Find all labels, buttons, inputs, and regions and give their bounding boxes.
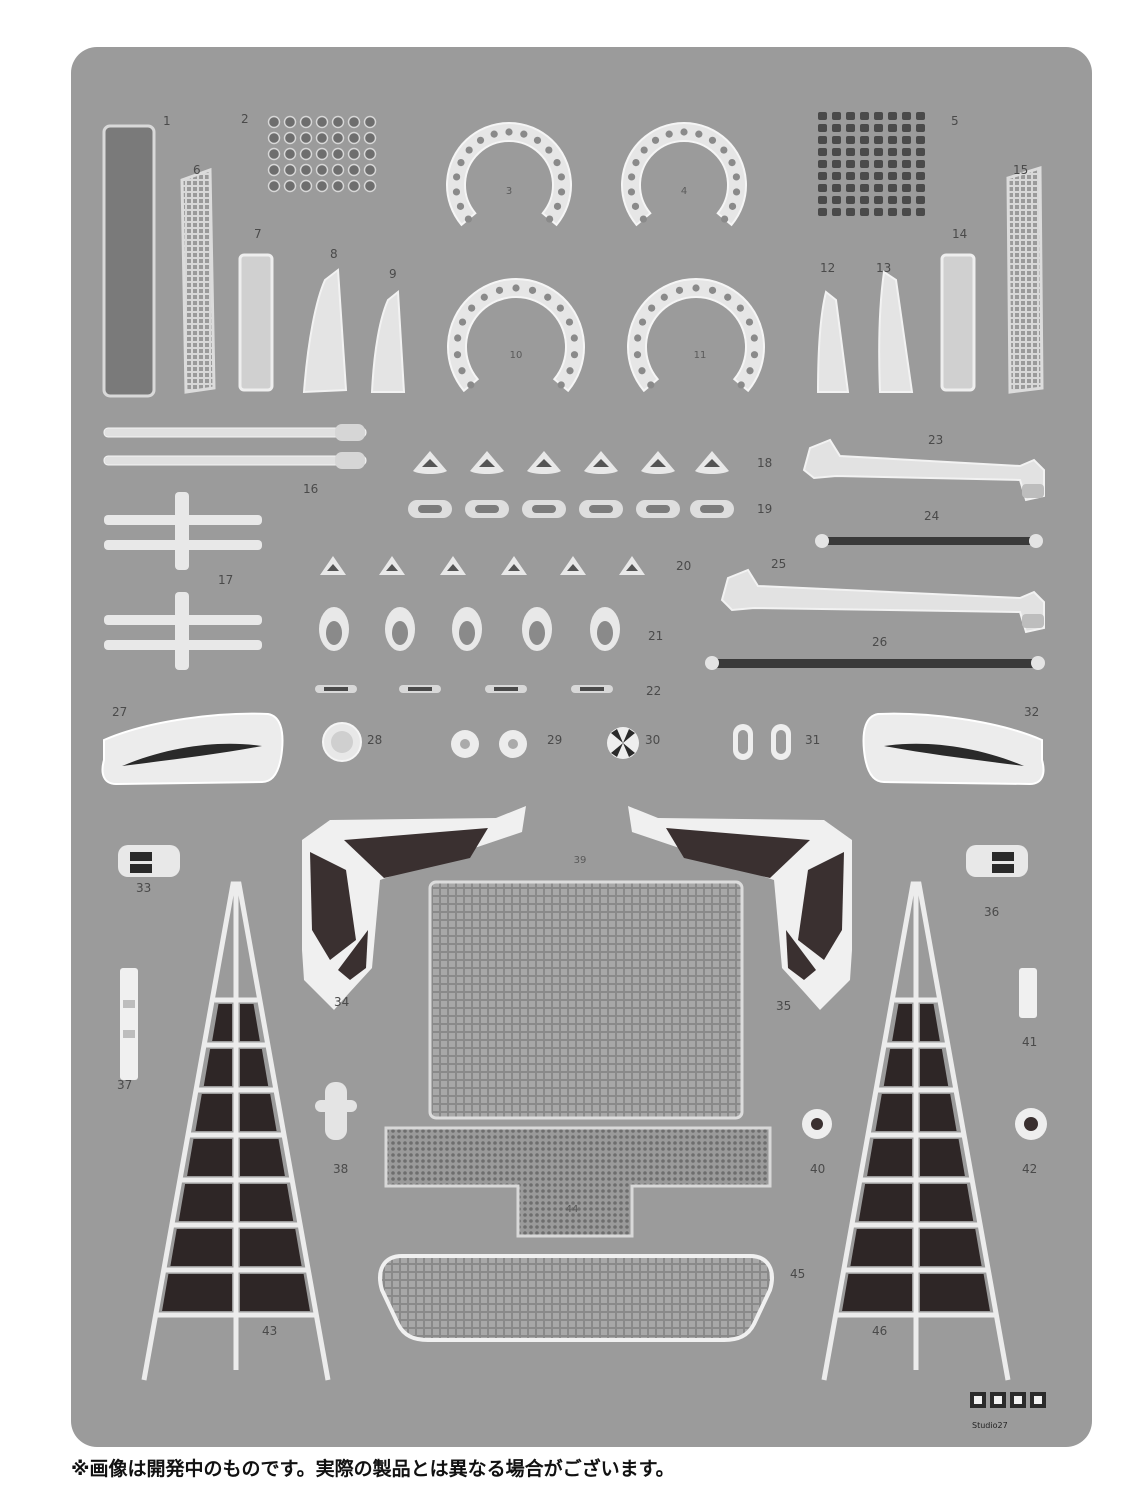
part-number-label: 41: [1022, 1035, 1038, 1049]
part-number-label: 39: [573, 855, 587, 866]
part-number-label: 34: [334, 995, 350, 1009]
part-number-label: 37: [117, 1078, 133, 1092]
part-7: [238, 253, 274, 392]
part-number-label: 32: [1024, 705, 1040, 719]
part-16: [103, 424, 367, 469]
part-number-label: 43: [262, 1324, 278, 1338]
part-10: [447, 278, 585, 393]
part-number-label: 24: [924, 509, 940, 523]
part-number-label: 12: [820, 261, 836, 275]
part-37: [120, 968, 138, 1080]
part-number-label: 6: [193, 163, 201, 177]
part-number-label: 20: [676, 559, 692, 573]
part-38: [315, 1082, 357, 1140]
part-number-label: 38: [333, 1162, 349, 1176]
part-number-label: 19: [757, 502, 773, 516]
part-23: [802, 438, 1045, 502]
part-11: [627, 278, 765, 393]
part-6: [180, 167, 216, 394]
part-number-label: 44: [565, 1204, 579, 1215]
part-number-label: 45: [790, 1267, 806, 1281]
part-28: [322, 722, 362, 762]
part-number-label: 40: [810, 1162, 826, 1176]
part-20: [320, 556, 645, 575]
maker-logo: [968, 1390, 1048, 1428]
part-1: [102, 124, 156, 398]
part-40: [802, 1109, 832, 1139]
part-number-label: 42: [1022, 1162, 1038, 1176]
part-number-label: 27: [112, 705, 128, 719]
part-number-label: 33: [136, 881, 152, 895]
part-46[interactable]: [821, 881, 1011, 1381]
part-4: [621, 122, 747, 227]
part-5: [818, 112, 925, 216]
part-number-label: 46: [872, 1324, 888, 1338]
part-43[interactable]: [141, 881, 331, 1381]
part-number-label: 10: [509, 350, 523, 361]
part-14: [940, 253, 976, 392]
part-34: [302, 806, 526, 1010]
part-9: [370, 290, 406, 393]
part-number-label: 26: [872, 635, 888, 649]
part-number-label: 3: [505, 186, 513, 197]
part-number-label: 17: [218, 573, 234, 587]
part-number-label: 11: [693, 350, 707, 361]
part-number-label: 13: [876, 261, 892, 275]
part-13: [878, 270, 914, 393]
part-number-label: 16: [303, 482, 319, 496]
part-number-label: 23: [928, 433, 944, 447]
part-25: [720, 568, 1045, 634]
development-notice: ※画像は開発中のものです。実際の製品とは異なる場合がございます。: [71, 1458, 675, 1480]
part-number-label: 21: [648, 629, 664, 643]
part-number-label: 35: [776, 999, 792, 1013]
part-number-label: 25: [771, 557, 787, 571]
part-number-label: 18: [757, 456, 773, 470]
part-number-label: 28: [367, 733, 383, 747]
part-8: [302, 268, 348, 394]
part-number-label: 1: [163, 114, 171, 128]
part-number-label: 22: [646, 684, 662, 698]
maker-logo-text: Studio27: [972, 1421, 1008, 1430]
part-number-label: 36: [984, 905, 1000, 919]
part-35: [628, 806, 852, 1010]
part-24: [815, 534, 1043, 548]
part-3: [446, 122, 572, 227]
part-18: [413, 451, 729, 474]
part-33: [118, 845, 180, 877]
part-19: [408, 500, 734, 518]
part-number-label: 2: [241, 112, 249, 126]
part-number-label: 4: [680, 186, 688, 197]
part-42: [1015, 1108, 1047, 1140]
part-41: [1019, 968, 1037, 1018]
part-22: [315, 685, 613, 693]
part-15: [1006, 165, 1044, 394]
part-45: [378, 1254, 774, 1342]
part-32: [862, 712, 1045, 786]
part-39: [428, 880, 744, 1120]
part-number-label: 31: [805, 733, 821, 747]
part-26: [705, 656, 1045, 670]
part-number-label: 8: [330, 247, 338, 261]
part-number-label: 29: [547, 733, 563, 747]
part-21: [319, 607, 620, 651]
part-number-label: 7: [254, 227, 262, 241]
part-number-label: 5: [951, 114, 959, 128]
part-12: [816, 290, 850, 393]
part-36: [966, 845, 1028, 877]
part-number-label: 30: [645, 733, 661, 747]
part-30: [607, 727, 639, 759]
part-44: [384, 1126, 772, 1238]
part-2: [267, 115, 377, 193]
part-31: [733, 724, 791, 760]
part-number-label: 15: [1013, 163, 1029, 177]
part-29: [451, 730, 527, 758]
part-number-label: 14: [952, 227, 968, 241]
part-17: [104, 492, 262, 670]
part-number-label: 9: [389, 267, 397, 281]
part-27: [101, 712, 284, 786]
